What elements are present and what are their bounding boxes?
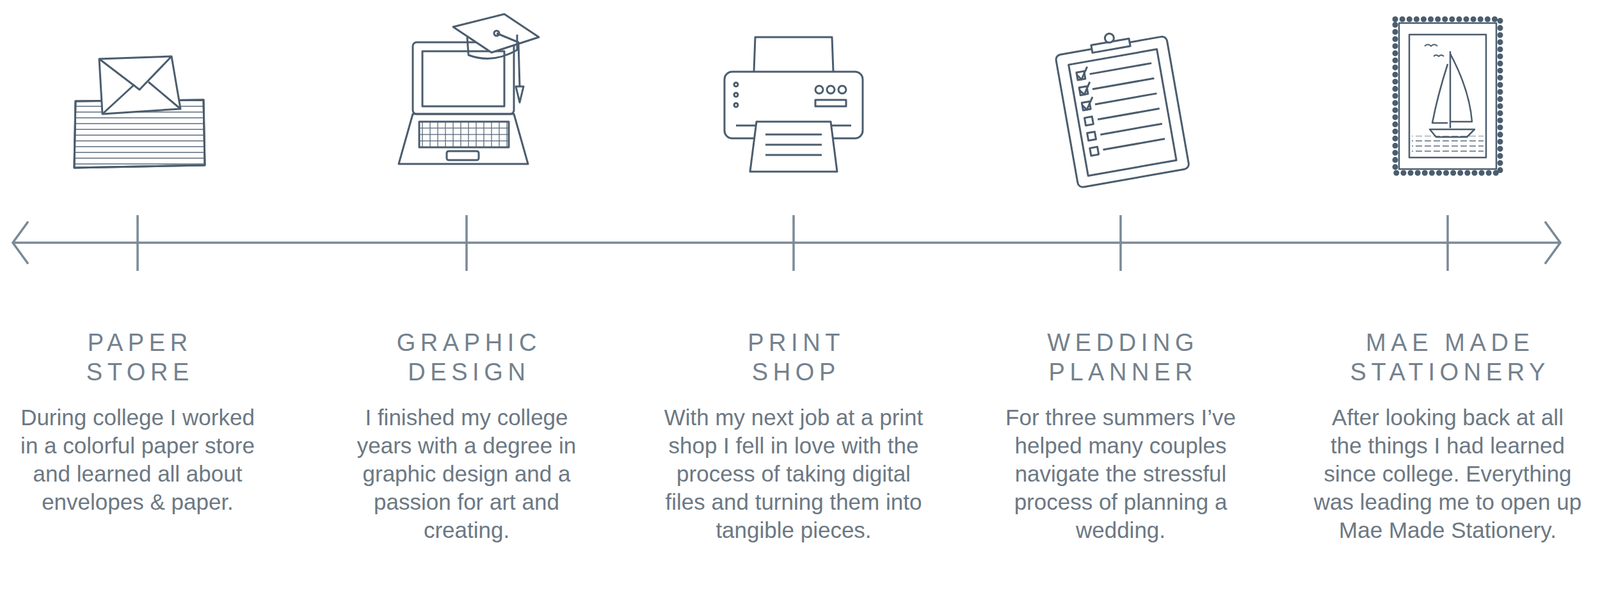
stop-description: I finished my college years with a degre…	[338, 403, 595, 544]
printer-icon	[724, 37, 863, 172]
timeline-stop: GRAPHIC DESIGN I finished my college year…	[338, 327, 595, 544]
stop-description: After looking back at all the things I h…	[1313, 403, 1583, 544]
paper-stack-icon	[74, 56, 205, 168]
stop-description: For three summers I’ve helped many coupl…	[992, 403, 1249, 544]
clipboard-icon	[1053, 23, 1190, 188]
laptop-icon	[398, 14, 539, 164]
timeline-stop: WEDDING PLANNER For three summers I’ve he…	[992, 327, 1249, 544]
stamp-icon	[1395, 19, 1501, 173]
stop-description: During college I worked in a colorful pa…	[9, 403, 266, 516]
stop-heading: PAPER STORE	[86, 327, 194, 387]
stop-heading: GRAPHIC DESIGN	[396, 327, 542, 387]
stop-heading: PRINT SHOP	[747, 327, 845, 387]
stop-heading: MAE MADE STATIONERY	[1322, 327, 1579, 387]
stop-heading: WEDDING PLANNER	[1047, 327, 1199, 387]
timeline-stop: PAPER STORE During college I worked in a …	[9, 327, 266, 516]
stop-description: With my next job at a print shop I fell …	[659, 403, 928, 544]
timeline-axis	[12, 215, 1561, 271]
timeline-stop: PRINT SHOP With my next job at a print sh…	[659, 327, 928, 544]
timeline-stop: MAE MADE STATIONERY After looking back at…	[1313, 327, 1583, 544]
